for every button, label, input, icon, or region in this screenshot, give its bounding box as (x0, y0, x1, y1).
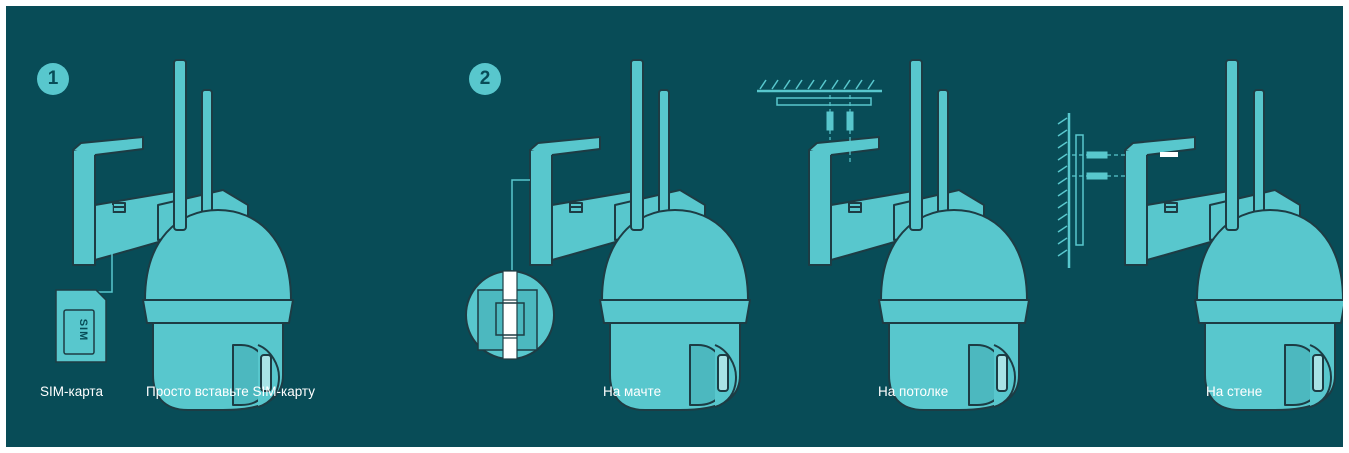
installation-illustrations (6, 6, 1343, 447)
caption-sim-card: SIM-карта (40, 384, 103, 399)
caption-wall-mount: На стене (1206, 384, 1262, 399)
step-2-badge: 2 (469, 63, 501, 95)
caption-insert-sim: Просто вставьте SIM-карту (146, 384, 315, 399)
caption-pole-mount: На мачте (603, 384, 661, 399)
caption-ceiling-mount: На потолке (878, 384, 948, 399)
sim-chip-label: SIM (77, 315, 89, 345)
installation-panel: 1 2 SIM SIM-карта Просто вставьте SIM-ка… (6, 6, 1343, 447)
step-1-badge: 1 (37, 63, 69, 95)
